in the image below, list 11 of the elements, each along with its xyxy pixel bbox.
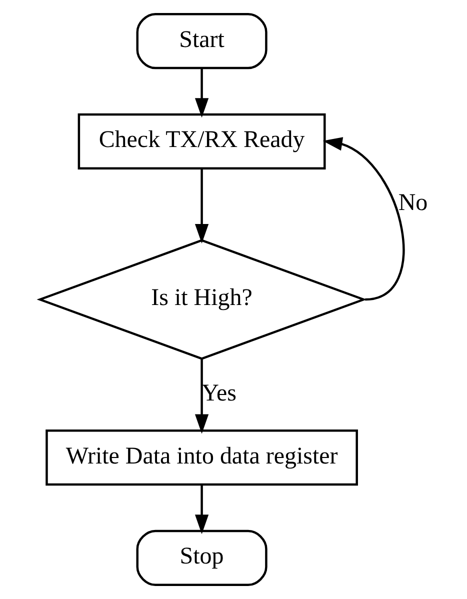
node-box: Write Data into data register (45, 429, 358, 486)
arrow (194, 68, 208, 118)
arrow (194, 358, 208, 434)
node-box: Stop (136, 530, 267, 586)
node-diamond: Is it High? (36, 239, 366, 360)
node-box: Check TX/RX Ready (77, 113, 326, 170)
edge-label: No (398, 190, 428, 216)
node-box: Start (136, 12, 267, 70)
arrow (194, 168, 208, 244)
arrow (194, 484, 208, 534)
arrow (322, 137, 404, 301)
